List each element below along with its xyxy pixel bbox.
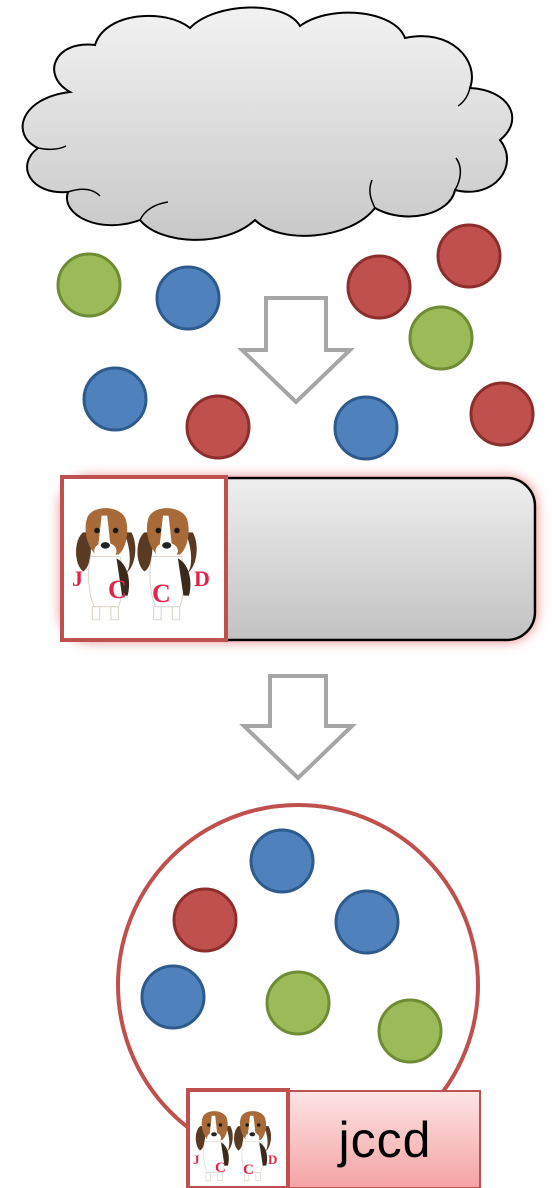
ball-red [346,254,412,320]
ball-green [265,970,331,1036]
logo-large: J C C D [60,475,228,642]
logo-letter: D [194,566,210,591]
ball-red [185,394,251,460]
ball-red [172,887,238,953]
collected-balls [140,828,443,1064]
down-arrow-1 [237,296,355,405]
ball-blue [334,889,400,955]
logo-letter: D [268,1152,277,1167]
down-arrow-2 [239,674,357,781]
label-box [286,1090,481,1188]
logo-small: J C C D [186,1088,290,1188]
ball-green [377,998,443,1064]
ball-blue [249,828,315,894]
ball-blue [82,366,148,432]
logo-letter: C [243,1162,254,1178]
cloud-shape [21,6,514,241]
logo-letter: C [215,1160,226,1176]
ball-blue [155,265,221,331]
ball-red [436,223,502,289]
label-text: jccd [338,1112,432,1168]
ball-blue [140,964,206,1030]
ball-red [469,381,535,447]
ball-green [408,305,474,371]
ball-blue [333,395,399,461]
logo-letter: C [108,575,127,604]
logo-letter: C [152,579,171,608]
scattered-balls [56,223,535,461]
logo-letter: J [72,566,83,591]
logo-letter: J [193,1152,200,1167]
ball-green [56,252,122,318]
